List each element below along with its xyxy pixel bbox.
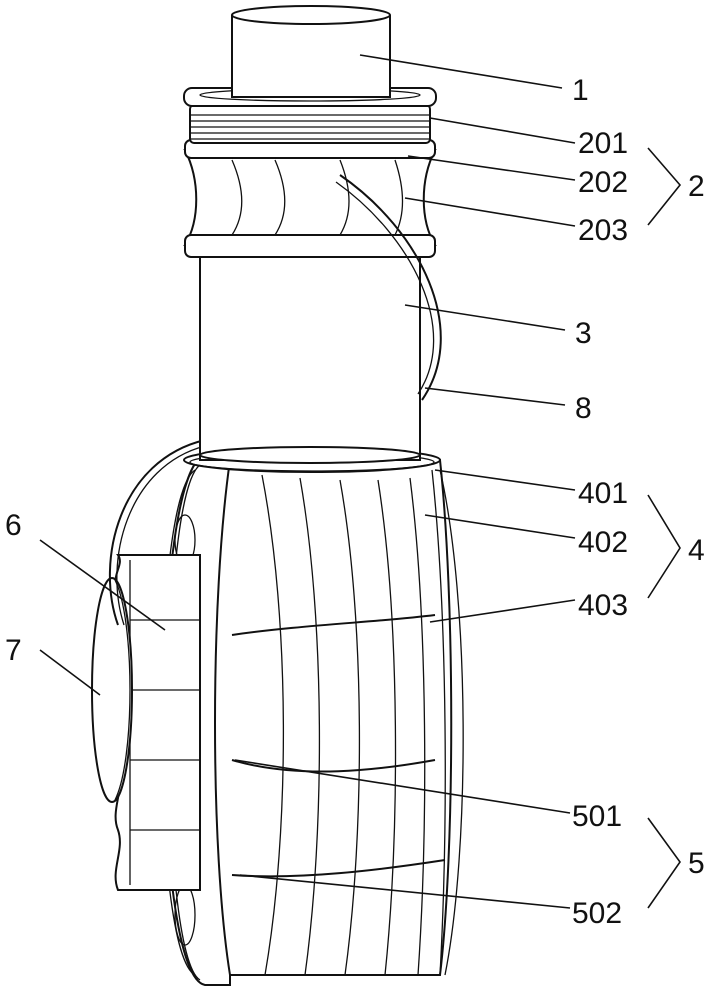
top-pipe [232, 6, 390, 97]
label-3: 3 [575, 317, 592, 350]
rotating-ring [185, 140, 435, 257]
label-201: 201 [578, 127, 628, 160]
label-203: 203 [578, 214, 628, 247]
label-402: 402 [578, 526, 628, 559]
label-401: 401 [578, 477, 628, 510]
spool-drum [184, 448, 463, 975]
label-8: 8 [575, 392, 592, 425]
label-502: 502 [572, 897, 622, 930]
label-group-2: 2 [688, 170, 705, 203]
label-202: 202 [578, 166, 628, 199]
label-group-5: 5 [688, 847, 705, 880]
label-1: 1 [572, 74, 589, 107]
label-group-4: 4 [688, 534, 705, 567]
knob [92, 578, 132, 802]
middle-cylinder [200, 255, 420, 463]
label-7: 7 [5, 634, 22, 667]
label-403: 403 [578, 589, 628, 622]
label-6: 6 [5, 509, 22, 542]
label-501: 501 [572, 800, 622, 833]
